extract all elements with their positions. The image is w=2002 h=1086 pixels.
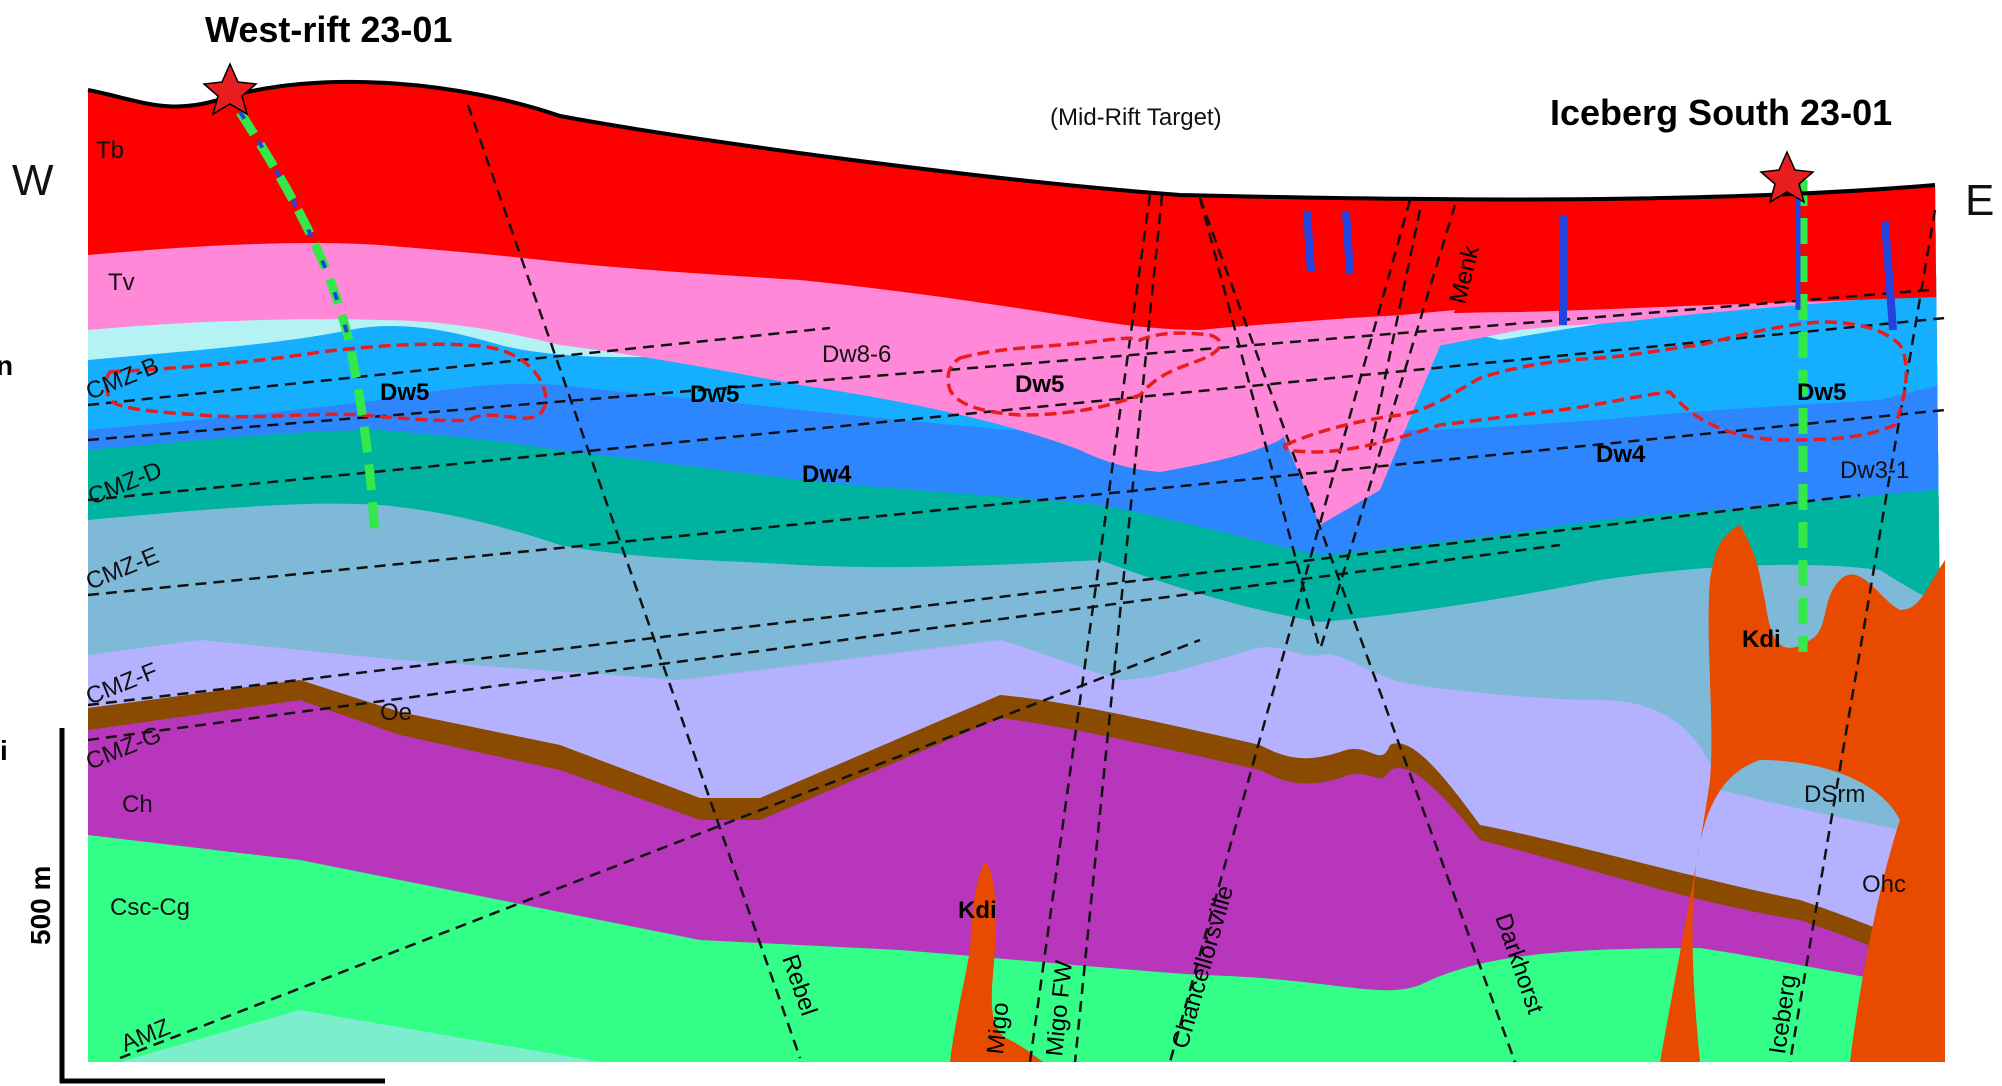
amz-horizon [119, 638, 1201, 1060]
cmz-horizons [87, 288, 1946, 1060]
tb-label: Tb [96, 137, 124, 164]
csc-cg-label: Csc-Cg [110, 894, 190, 921]
cmz-b-horizon [87, 326, 831, 407]
east-direction: E [1965, 176, 1994, 225]
migo-fw-fault [1073, 194, 1164, 1063]
kdi-migo-label: Kdi [958, 897, 997, 924]
mid-rift-annotation: (Mid-Rift Target) [1050, 104, 1222, 131]
darkhorst-fault [1198, 197, 1517, 1063]
faults [466, 104, 1937, 1063]
west-direction: W [12, 156, 54, 205]
west-well-star-icon [202, 62, 258, 116]
clipped-label-n: n [0, 350, 13, 381]
cmz-d-horizon [87, 316, 1946, 502]
dw5-mid-label: Dw5 [1015, 371, 1064, 398]
cmz-f-horizon [87, 493, 1861, 707]
blue-well-1 [1303, 211, 1315, 273]
chancellorsville-west-fault [1198, 197, 1322, 651]
iceberg-fault [1788, 209, 1937, 1063]
migo-fault-label: Migo [982, 1001, 1014, 1056]
kdi-east-intrusion [1660, 525, 1945, 1062]
ohc-label: Ohc [1862, 871, 1906, 898]
west-well-blue-section [238, 110, 352, 346]
kdi-intrusions [950, 525, 1945, 1062]
target-west-outline [104, 342, 548, 423]
dw5-center-label: Dw5 [690, 381, 739, 408]
east-well-title: Iceberg South 23-01 [1550, 92, 1892, 133]
dw5-west-label: Dw5 [380, 379, 429, 406]
kdi-east-label: Kdi [1742, 626, 1781, 653]
cmz-e-horizon [87, 408, 1946, 597]
ch-label: Ch [122, 791, 153, 818]
east-well-star-icon [1759, 150, 1815, 204]
blue-well-2 [1342, 211, 1354, 275]
blue-well-4 [1881, 221, 1897, 331]
rebel-fault [466, 104, 802, 1059]
scale-vertical-label: 500 m [25, 866, 56, 945]
menk-east-fault [1368, 209, 1422, 451]
graben-tv-fill [1240, 310, 1455, 525]
target-outlines [104, 320, 1909, 454]
west-well-trace [236, 109, 380, 536]
cmz-c-horizon [87, 288, 1931, 442]
tv-label: Tv [108, 269, 135, 296]
dw4-center-label: Dw4 [802, 461, 852, 488]
chancellorsville-fault [1168, 199, 1412, 1063]
target-east-outline [1282, 320, 1909, 454]
dsrm-label: DSrm [1804, 781, 1865, 808]
scale-bar: 500 m n i [0, 350, 385, 1084]
clipped-label-i: i [0, 735, 8, 766]
dw8-6-label: Dw8-6 [822, 341, 891, 368]
dw4-east-label: Dw4 [1596, 441, 1646, 468]
west-well-title: West-rift 23-01 [205, 9, 452, 50]
dw3-1-label: Dw3-1 [1840, 457, 1909, 484]
cmz-g-horizon [87, 543, 1561, 742]
kdi-migo-intrusion [950, 862, 1045, 1062]
menk-fault [1318, 204, 1457, 651]
oe-label: Oe [380, 699, 412, 726]
wells [236, 109, 1897, 652]
target-mid-outline [946, 331, 1222, 417]
dw5-east-label: Dw5 [1797, 379, 1846, 406]
